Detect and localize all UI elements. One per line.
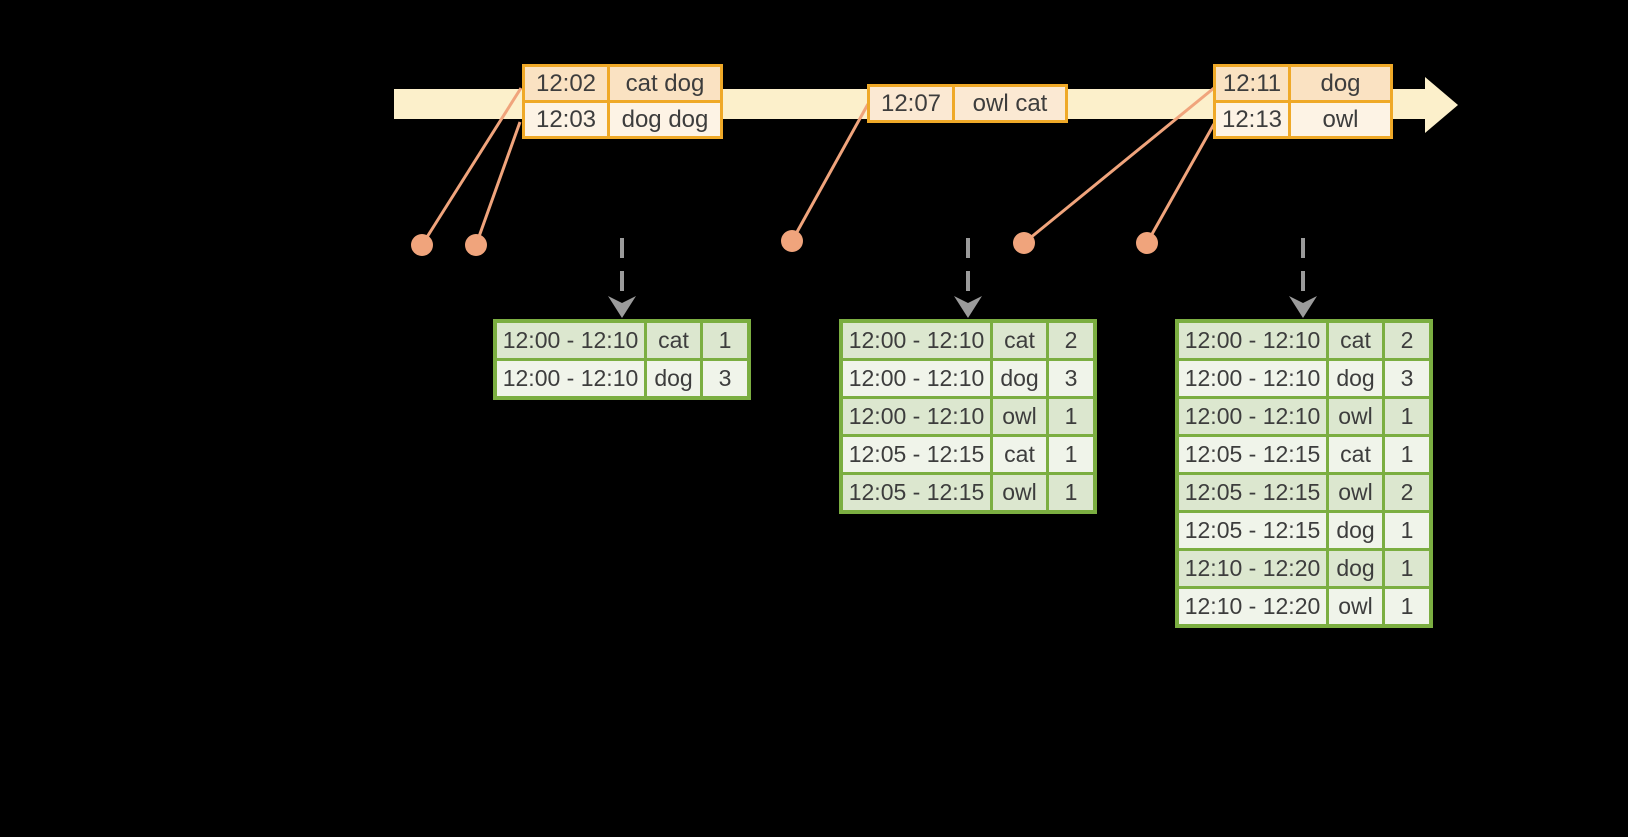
count-cell: 3 bbox=[1385, 361, 1429, 396]
word-cell: cat bbox=[647, 323, 700, 358]
result-table-2: 12:00 - 12:10 cat 2 12:00 - 12:10 dog 3 … bbox=[839, 319, 1097, 514]
event-connector-line bbox=[1023, 86, 1215, 245]
result-row: 12:10 - 12:20 dog 1 bbox=[1179, 551, 1429, 586]
event-dot bbox=[1013, 232, 1035, 254]
count-cell: 3 bbox=[1049, 361, 1093, 396]
event-table-2: 12:07 owl cat bbox=[867, 84, 1068, 123]
event-time-cell: 12:11 bbox=[1216, 67, 1288, 100]
word-cell: owl bbox=[1329, 475, 1382, 510]
event-time-cell: 12:07 bbox=[870, 87, 952, 120]
window-cell: 12:00 - 12:10 bbox=[843, 323, 990, 358]
window-cell: 12:00 - 12:10 bbox=[497, 323, 644, 358]
result-row: 12:00 - 12:10 owl 1 bbox=[843, 399, 1093, 434]
result-table-1: 12:00 - 12:10 cat 1 12:00 - 12:10 dog 3 bbox=[493, 319, 751, 400]
down-arrow-icon bbox=[608, 238, 636, 318]
count-cell: 1 bbox=[1385, 513, 1429, 548]
event-words-cell: cat dog bbox=[610, 67, 720, 100]
result-row: 12:05 - 12:15 dog 1 bbox=[1179, 513, 1429, 548]
result-row: 12:00 - 12:10 owl 1 bbox=[1179, 399, 1429, 434]
word-cell: cat bbox=[993, 437, 1046, 472]
word-cell: owl bbox=[993, 399, 1046, 434]
result-table-3: 12:00 - 12:10 cat 2 12:00 - 12:10 dog 3 … bbox=[1175, 319, 1433, 628]
count-cell: 1 bbox=[1385, 551, 1429, 586]
window-cell: 12:05 - 12:15 bbox=[1179, 475, 1326, 510]
window-cell: 12:05 - 12:15 bbox=[1179, 513, 1326, 548]
word-cell: cat bbox=[993, 323, 1046, 358]
event-row: 12:07 owl cat bbox=[870, 87, 1065, 120]
count-cell: 2 bbox=[1385, 323, 1429, 358]
word-cell: owl bbox=[1329, 589, 1382, 624]
event-row: 12:11 dog bbox=[1216, 67, 1390, 100]
word-cell: dog bbox=[1329, 361, 1382, 396]
word-cell: cat bbox=[1329, 323, 1382, 358]
result-row: 12:05 - 12:15 owl 2 bbox=[1179, 475, 1429, 510]
down-arrow-icon bbox=[1289, 238, 1317, 318]
event-time-cell: 12:13 bbox=[1216, 103, 1288, 136]
result-row: 12:00 - 12:10 cat 1 bbox=[497, 323, 747, 358]
word-cell: dog bbox=[1329, 513, 1382, 548]
event-connector-line bbox=[1145, 123, 1216, 244]
event-dot bbox=[411, 234, 433, 256]
count-cell: 1 bbox=[1049, 475, 1093, 510]
window-cell: 12:05 - 12:15 bbox=[843, 437, 990, 472]
event-table-3: 12:11 dog 12:13 owl bbox=[1213, 64, 1393, 139]
event-connector-line bbox=[474, 121, 522, 246]
window-cell: 12:00 - 12:10 bbox=[1179, 323, 1326, 358]
event-time-cell: 12:03 bbox=[525, 103, 607, 136]
window-cell: 12:00 - 12:10 bbox=[1179, 399, 1326, 434]
window-cell: 12:05 - 12:15 bbox=[1179, 437, 1326, 472]
count-cell: 2 bbox=[1385, 475, 1429, 510]
count-cell: 1 bbox=[1385, 399, 1429, 434]
result-row: 12:05 - 12:15 cat 1 bbox=[1179, 437, 1429, 472]
word-cell: owl bbox=[1329, 399, 1382, 434]
word-cell: dog bbox=[993, 361, 1046, 396]
event-table-1: 12:02 cat dog 12:03 dog dog bbox=[522, 64, 723, 139]
count-cell: 1 bbox=[1385, 589, 1429, 624]
event-dot bbox=[465, 234, 487, 256]
event-dot bbox=[1136, 232, 1158, 254]
result-row: 12:00 - 12:10 dog 3 bbox=[1179, 361, 1429, 396]
event-words-cell: owl cat bbox=[955, 87, 1065, 120]
result-row: 12:05 - 12:15 cat 1 bbox=[843, 437, 1093, 472]
event-connector-line bbox=[420, 87, 523, 246]
window-cell: 12:00 - 12:10 bbox=[1179, 361, 1326, 396]
result-row: 12:00 - 12:10 cat 2 bbox=[843, 323, 1093, 358]
window-cell: 12:10 - 12:20 bbox=[1179, 551, 1326, 586]
count-cell: 1 bbox=[1049, 437, 1093, 472]
result-row: 12:00 - 12:10 cat 2 bbox=[1179, 323, 1429, 358]
word-cell: cat bbox=[1329, 437, 1382, 472]
word-cell: dog bbox=[1329, 551, 1382, 586]
word-cell: owl bbox=[993, 475, 1046, 510]
event-row: 12:02 cat dog bbox=[525, 67, 720, 100]
count-cell: 1 bbox=[1385, 437, 1429, 472]
count-cell: 3 bbox=[703, 361, 747, 396]
count-cell: 2 bbox=[1049, 323, 1093, 358]
result-row: 12:00 - 12:10 dog 3 bbox=[497, 361, 747, 396]
count-cell: 1 bbox=[1049, 399, 1093, 434]
result-row: 12:00 - 12:10 dog 3 bbox=[843, 361, 1093, 396]
event-row: 12:03 dog dog bbox=[525, 103, 720, 136]
word-cell: dog bbox=[647, 361, 700, 396]
event-time-cell: 12:02 bbox=[525, 67, 607, 100]
window-cell: 12:00 - 12:10 bbox=[843, 361, 990, 396]
down-arrow-icon bbox=[954, 238, 982, 318]
event-words-cell: dog dog bbox=[610, 103, 720, 136]
window-cell: 12:00 - 12:10 bbox=[843, 399, 990, 434]
window-cell: 12:10 - 12:20 bbox=[1179, 589, 1326, 624]
event-row: 12:13 owl bbox=[1216, 103, 1390, 136]
event-words-cell: owl bbox=[1291, 103, 1390, 136]
result-row: 12:10 - 12:20 owl 1 bbox=[1179, 589, 1429, 624]
event-words-cell: dog bbox=[1291, 67, 1390, 100]
timeline-arrowhead-icon bbox=[1425, 77, 1458, 133]
window-cell: 12:00 - 12:10 bbox=[497, 361, 644, 396]
result-row: 12:05 - 12:15 owl 1 bbox=[843, 475, 1093, 510]
event-connector-line bbox=[790, 103, 870, 242]
count-cell: 1 bbox=[703, 323, 747, 358]
event-dot bbox=[781, 230, 803, 252]
window-cell: 12:05 - 12:15 bbox=[843, 475, 990, 510]
